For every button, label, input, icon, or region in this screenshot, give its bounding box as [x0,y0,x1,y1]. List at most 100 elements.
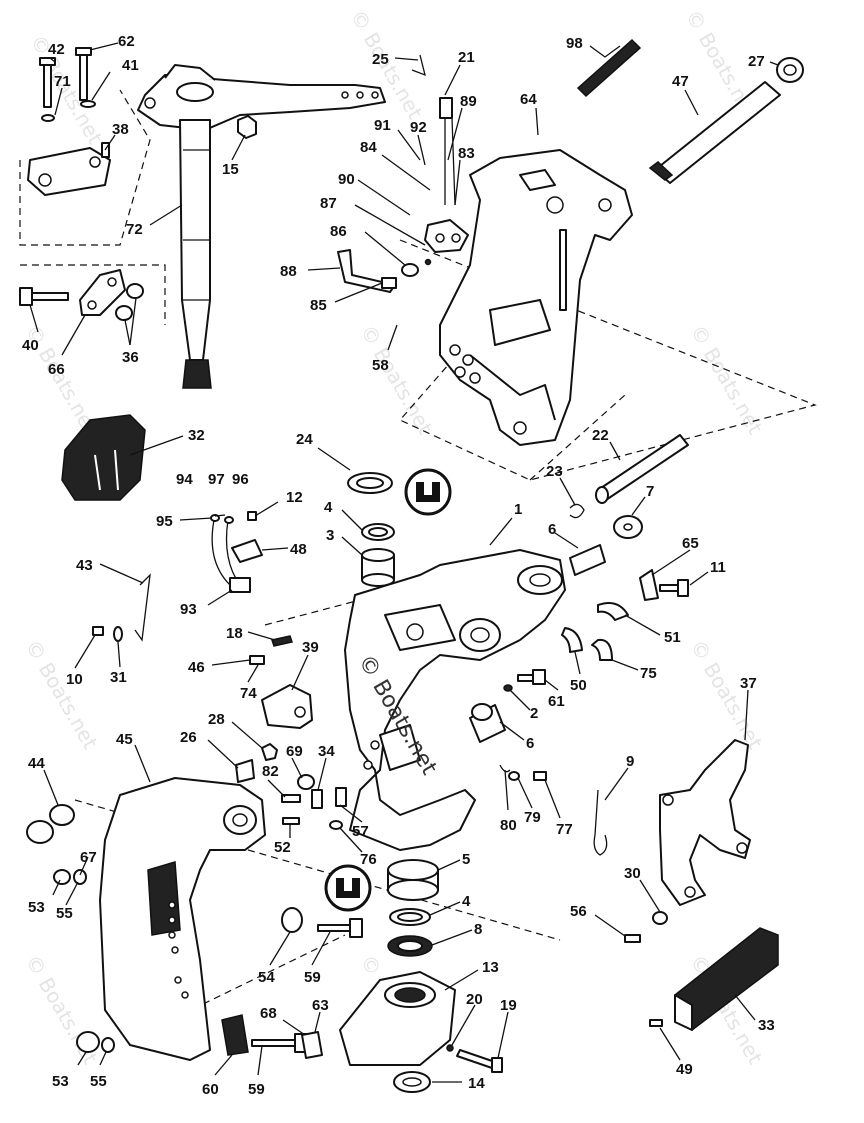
callout-79: 79 [524,809,541,826]
wire-harness-93 [210,511,263,593]
callout-15: 15 [222,161,239,178]
callout-76: 76 [360,851,377,868]
callout-10: 10 [66,671,83,688]
watermark-text: © Boats.net [21,636,103,754]
clamp-38 [27,142,111,196]
callout-89: 89 [460,93,477,110]
grease-symbol-lower [324,864,372,912]
callout-58: 58 [372,357,389,374]
callout-48: 48 [290,541,307,558]
cover-32 [61,414,146,501]
callout-38: 38 [112,121,129,138]
callout-62: 62 [118,33,135,50]
callout-75: 75 [640,665,657,682]
callout-85: 85 [310,297,327,314]
callout-92: 92 [410,119,427,136]
callout-8: 8 [474,921,482,938]
callout-97: 97 [208,471,225,488]
callout-53: 53 [52,1073,69,1090]
watermark-text: © Boats.net [686,636,768,754]
bolts-42-62 [39,47,96,122]
callout-42: 42 [48,41,65,58]
callout-36: 36 [122,349,139,366]
callout-26: 26 [180,729,197,746]
callout-4: 4 [324,499,333,516]
callout-41: 41 [122,57,139,74]
pins-22-23-6-7 [569,434,689,576]
callout-45: 45 [116,731,133,748]
callout-7: 7 [646,483,654,500]
lower-mount-13 [339,971,456,1066]
callout-14: 14 [468,1075,485,1092]
callout-64: 64 [520,91,537,108]
nut-30-screw-56 [624,911,668,943]
callout-55: 55 [56,905,73,922]
callout-86: 86 [330,223,347,240]
switch-assembly [401,54,469,277]
callout-12: 12 [286,489,303,506]
spring-9 [593,789,608,856]
callout-9: 9 [626,753,634,770]
callout-59: 59 [248,1081,265,1098]
callout-50: 50 [570,677,587,694]
callout-49: 49 [676,1061,693,1078]
callout-28: 28 [208,711,225,728]
callout-21: 21 [458,49,475,66]
callout-96: 96 [232,471,249,488]
lever-88 [337,249,397,293]
callout-69: 69 [286,743,303,760]
bolt-54-59 [251,907,363,1059]
callout-27: 27 [748,53,765,70]
callout-46: 46 [188,659,205,676]
callout-18: 18 [226,625,243,642]
callout-53: 53 [28,899,45,916]
leader-lines [29,42,779,1083]
callout-77: 77 [556,821,573,838]
callout-95: 95 [156,513,173,530]
callout-83: 83 [458,145,475,162]
callout-34: 34 [318,743,335,760]
callout-61: 61 [548,693,565,710]
callout-19: 19 [500,997,517,1014]
swivel-bracket-1 [344,549,566,851]
callout-13: 13 [482,959,499,976]
callout-51: 51 [664,629,681,646]
nuts-53-55 [76,1031,115,1053]
callout-37: 37 [740,675,757,692]
callout-98: 98 [566,35,583,52]
callout-23: 23 [546,463,563,480]
callout-59: 59 [304,969,321,986]
bushings-51-50-75 [561,602,629,661]
callout-88: 88 [280,263,297,280]
callout-11: 11 [710,559,726,576]
callout-72: 72 [126,221,143,238]
steering-arm-assembly [137,64,386,389]
bracket-64 [439,149,633,446]
callout-68: 68 [260,1005,277,1022]
watermark-text: © Boats.net [356,321,438,439]
callout-3: 3 [326,527,334,544]
bushings-5-4-8 [387,859,439,957]
callout-20: 20 [466,991,483,1008]
callout-labels: 42 62 71 41 38 15 72 40 66 36 25 21 91 9… [22,33,775,1098]
callout-67: 67 [80,849,97,866]
callout-39: 39 [302,639,319,656]
small-parts-18-46-74 [249,635,293,665]
callout-55: 55 [90,1073,107,1090]
grease-symbol-upper [404,468,452,516]
clip-65-screw-11 [639,569,689,601]
callout-54: 54 [258,969,275,986]
callout-1: 1 [514,501,522,518]
callout-94: 94 [176,471,193,488]
callout-93: 93 [180,601,197,618]
callout-2: 2 [530,705,538,722]
bolt-19-nut-14 [393,1044,503,1093]
callout-60: 60 [202,1081,219,1098]
tilt-tube-assembly [576,38,804,184]
callout-74: 74 [240,685,257,702]
assembly-dash-lines [19,89,817,1026]
callout-25: 25 [372,51,389,68]
callout-65: 65 [682,535,699,552]
callout-30: 30 [624,865,641,882]
